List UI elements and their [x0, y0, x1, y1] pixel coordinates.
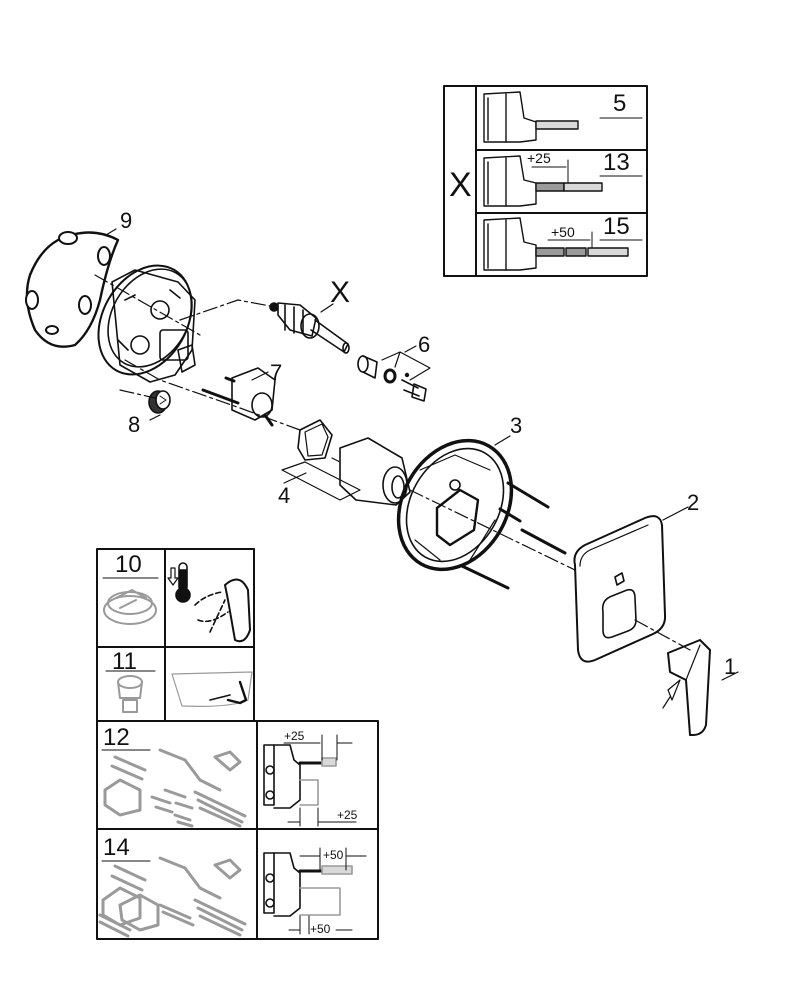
callout-4: 4: [278, 483, 291, 508]
callout-1: 1: [724, 654, 737, 679]
dimension-label-top: +25: [284, 729, 305, 743]
extension-group-label: X: [449, 166, 472, 204]
part-9-gasket: [25, 228, 120, 348]
accessory-number: 14: [103, 834, 130, 861]
accessory-number: 11: [112, 648, 137, 675]
assembly-axis-lines: [94, 274, 691, 651]
accessory-table-lower: [96, 720, 379, 940]
dimension-label-top: +50: [323, 848, 344, 862]
callout-9: 9: [120, 208, 133, 233]
part-4-sleeve-and-ring: [281, 419, 411, 506]
callout-2: 2: [687, 490, 700, 515]
extension-options-box: [443, 85, 648, 277]
part-8-plug: [148, 390, 171, 414]
accessory-number: 12: [103, 724, 130, 751]
dimension-label-bottom: +50: [310, 922, 331, 936]
mounting-screws: [460, 481, 567, 590]
extension-row-number: 15: [603, 213, 630, 240]
dimension-label-bottom: +25: [337, 808, 358, 822]
main-body-housing: [97, 264, 196, 383]
accessory-table-upper: [96, 548, 255, 722]
callout-7: 7: [270, 360, 283, 385]
part-1-lever-handle: [662, 639, 739, 736]
extension-dimension: +50: [551, 224, 575, 240]
part-7-cartridge: [201, 367, 276, 427]
callout-x: X: [330, 276, 351, 309]
callout-leaders: [149, 303, 334, 421]
extension-row-number: 13: [603, 149, 630, 176]
part-6-screw-set: [357, 345, 431, 402]
part-2-escutcheon: [573, 506, 689, 663]
accessory-number: 10: [115, 551, 142, 578]
callout-8: 8: [128, 412, 141, 437]
part-x-extension-spindle: [269, 302, 350, 354]
callout-6: 6: [418, 332, 431, 357]
extension-row-number: 5: [613, 90, 627, 117]
callout-3: 3: [510, 413, 523, 438]
part-3-mounting-plate: [396, 435, 514, 572]
extension-dimension: +25: [527, 150, 551, 166]
